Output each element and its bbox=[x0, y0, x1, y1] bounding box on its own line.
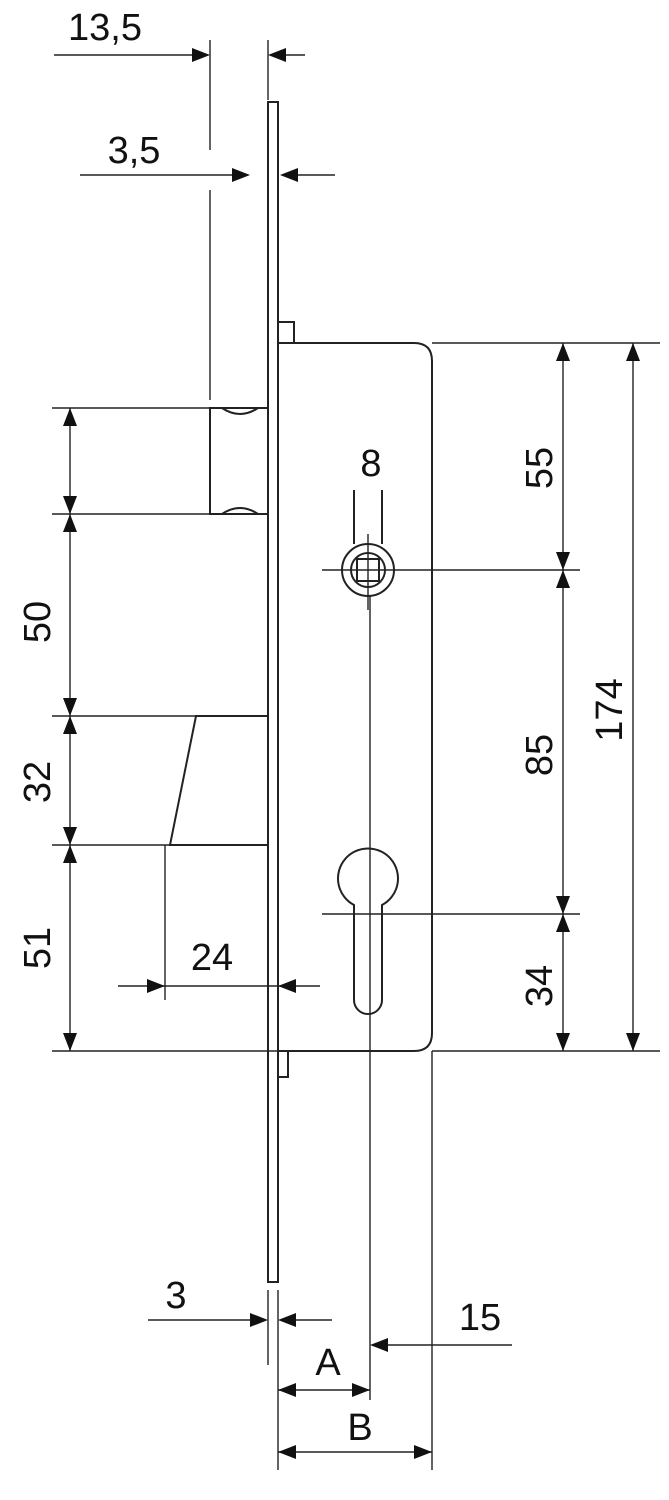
dim-bolt-throw bbox=[118, 845, 320, 1000]
label-bolt-throw: 24 bbox=[191, 937, 233, 979]
label-plate-thickness-bottom: 3 bbox=[165, 1275, 186, 1317]
label-bolt-height: 32 bbox=[17, 761, 59, 803]
label-follower-to-cylinder: 85 bbox=[519, 734, 561, 776]
label-case-depth-b: B bbox=[347, 1407, 372, 1449]
label-faceplate-width: 13,5 bbox=[68, 7, 142, 49]
dim-faceplate-width bbox=[54, 40, 305, 150]
case-bottom-tab bbox=[277, 1050, 289, 1078]
latch bbox=[209, 407, 269, 515]
label-latch-height: 50 bbox=[17, 601, 59, 643]
follower bbox=[322, 490, 414, 610]
label-faceplate-thickness: 3,5 bbox=[108, 130, 161, 172]
dim-faceplate-thickness bbox=[80, 168, 335, 400]
deadbolt bbox=[168, 715, 268, 846]
label-cylinder-to-bottom: 34 bbox=[519, 965, 561, 1007]
label-bottom-right: 15 bbox=[459, 1297, 501, 1339]
case-top-tab bbox=[277, 321, 295, 344]
label-bolt-to-bottom: 51 bbox=[17, 927, 59, 969]
faceplate bbox=[267, 101, 279, 1283]
cylinder-hole bbox=[337, 847, 399, 1015]
dim-bottom bbox=[148, 1051, 512, 1470]
label-backset-a: A bbox=[315, 1342, 341, 1384]
lock-case bbox=[278, 342, 433, 1052]
label-latch-to-follower: 55 bbox=[519, 447, 561, 489]
label-case-height: 174 bbox=[589, 678, 631, 741]
dim-left-chain bbox=[52, 407, 278, 1052]
dim-right-chain bbox=[414, 342, 660, 1052]
label-follower-size: 8 bbox=[360, 443, 381, 485]
